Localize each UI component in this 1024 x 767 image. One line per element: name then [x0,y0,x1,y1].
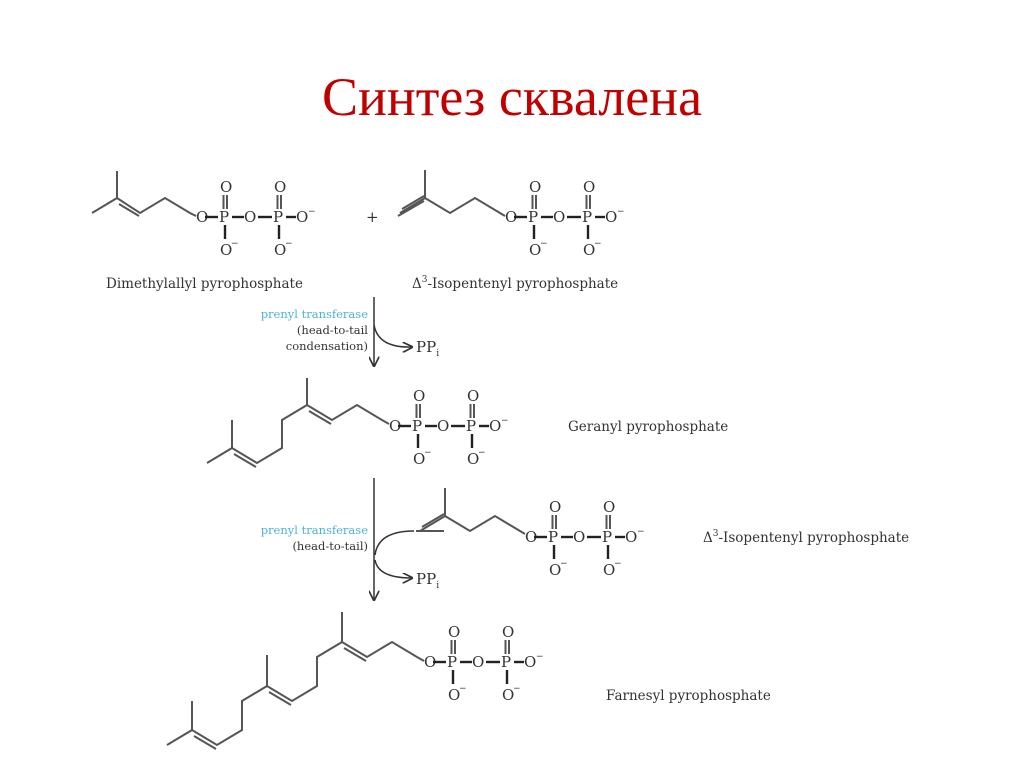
ipp-cosubstrate-label: Δ3-Isopentenyl pyrophosphate [703,529,909,546]
dmapp-structure: O [91,171,317,261]
condition-label-1b: condensation) [286,339,368,353]
svg-text:O: O [505,208,517,226]
ppi-byproduct-1: PPi [416,338,439,359]
ppi-release-arrow-2 [374,559,412,578]
geranyl-structure: O [206,378,510,470]
enzyme-label-1: prenyl transferase [261,307,369,321]
geranyl-label: Geranyl pyrophosphate [568,419,728,435]
ipp-label: Δ3-Isopentenyl pyrophosphate [412,275,618,292]
enzyme-label-2: prenyl transferase [261,523,369,537]
plus-sign: + [366,208,379,226]
ipp-cosubstrate-structure: O [416,488,646,581]
ppi-byproduct-2: PPi [416,570,439,591]
ipp-structure: O [397,170,626,261]
dmapp-label: Dimethylallyl pyrophosphate [106,276,303,292]
svg-text:O: O [525,528,537,546]
ppi-release-arrow-1 [373,324,412,347]
ipp-uptake-curve [374,530,415,556]
farnesyl-label: Farnesyl pyrophosphate [606,688,771,704]
farnesyl-structure: O [166,612,545,750]
svg-text:O: O [196,208,208,226]
condition-label-2: (head-to-tail) [292,539,368,553]
condition-label-1a: (head-to-tail [297,323,368,337]
svg-text:O: O [389,417,401,435]
svg-text:O: O [424,653,436,671]
slide-title: Синтез сквалена [321,67,703,127]
